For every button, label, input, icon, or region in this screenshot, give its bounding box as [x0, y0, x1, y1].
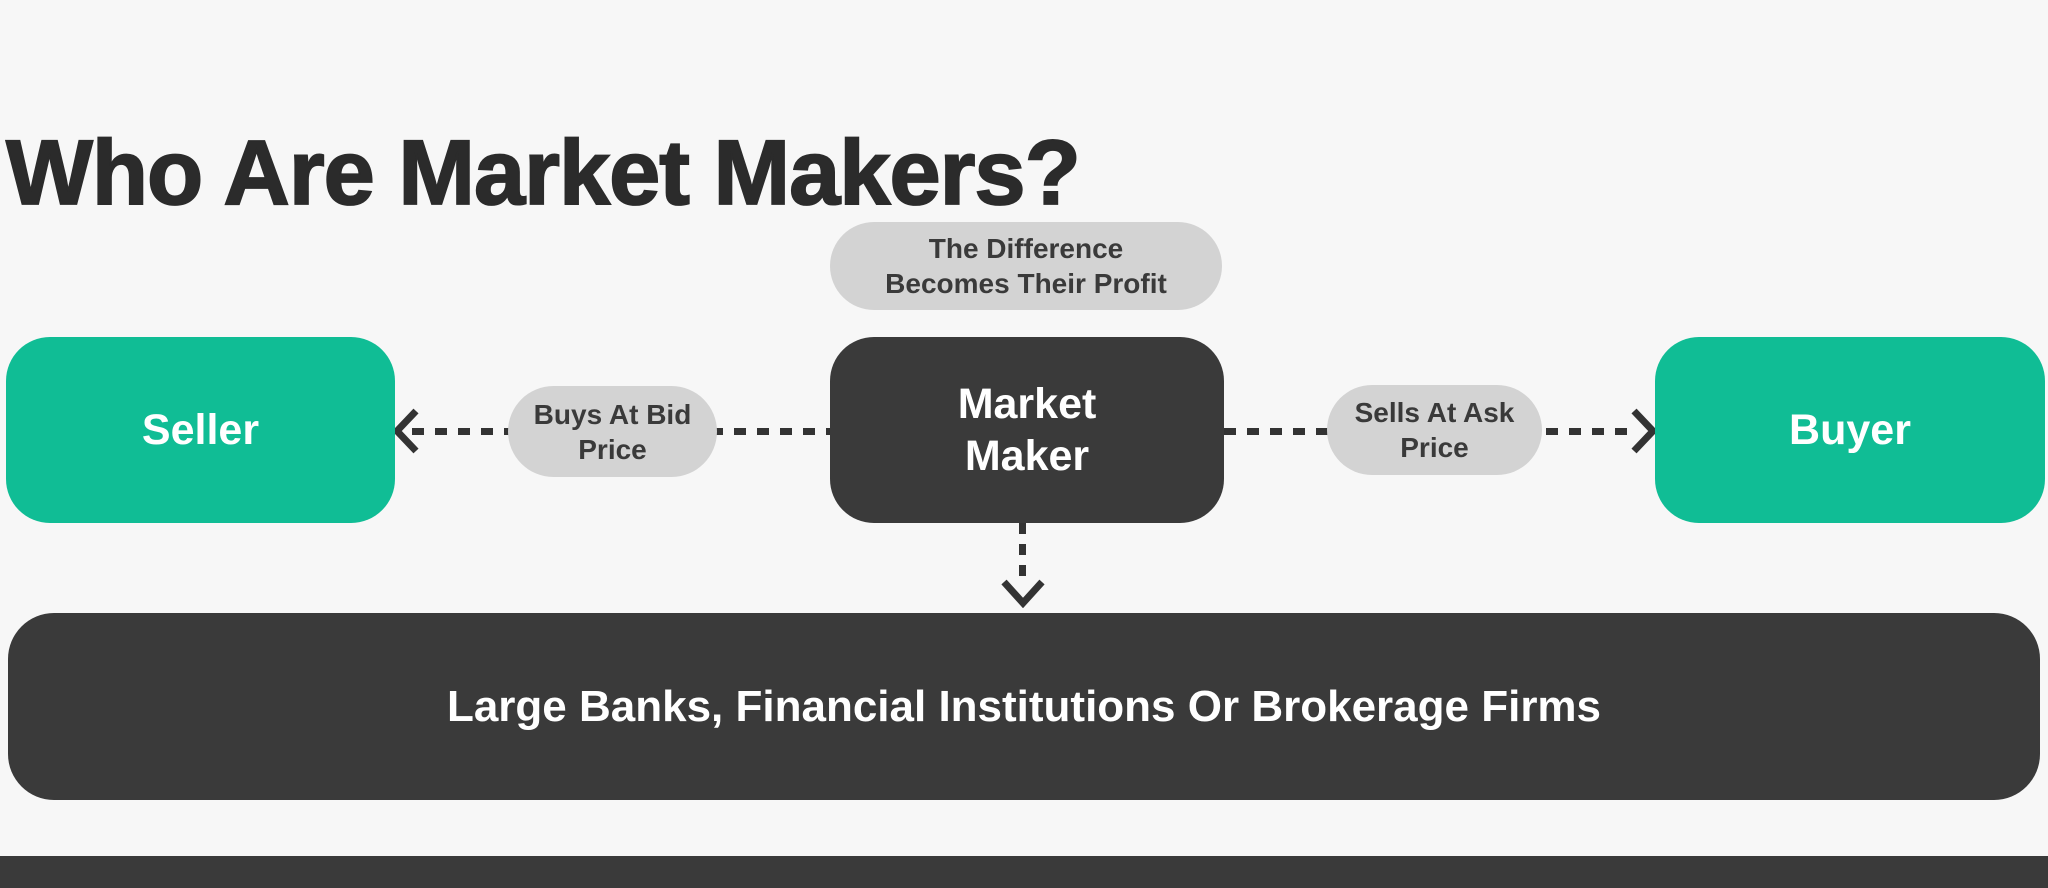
bid-price-line2: Price — [578, 433, 647, 465]
market-maker-line2: Maker — [964, 432, 1090, 480]
bid-price-line1: Buys At Bid — [533, 398, 692, 430]
profit-note-pill: The Difference Becomes Their Profit — [830, 222, 1222, 310]
profit-note-line1: The Difference — [928, 233, 1124, 264]
market-maker-box: Market Maker — [830, 337, 1224, 523]
bottom-bar: Large Banks, Financial Institutions Or B… — [8, 613, 2040, 800]
arrow-right-icon — [1631, 408, 1658, 454]
buyer-label: Buyer — [1789, 406, 1911, 454]
bottom-bar-label: Large Banks, Financial Institutions Or B… — [446, 681, 1602, 731]
seller-label: Seller — [141, 406, 260, 454]
connector-mm-to-bottom — [1019, 523, 1026, 581]
market-maker-line1: Market — [957, 380, 1097, 428]
arrow-left-icon — [392, 408, 419, 454]
ask-price-line1: Sells At Ask — [1354, 397, 1515, 428]
bid-price-pill: Buys At Bid Price — [508, 386, 717, 477]
seller-box: Seller — [6, 337, 395, 523]
buyer-box: Buyer — [1655, 337, 2045, 523]
page-title: Who Are Market Makers? — [5, 121, 1082, 225]
arrow-down-icon — [1001, 579, 1045, 608]
bottom-edge-strip — [0, 856, 2048, 888]
profit-note-line2: Becomes Their Profit — [885, 268, 1167, 299]
ask-price-pill: Sells At Ask Price — [1327, 385, 1542, 475]
ask-price-line2: Price — [1400, 432, 1469, 463]
